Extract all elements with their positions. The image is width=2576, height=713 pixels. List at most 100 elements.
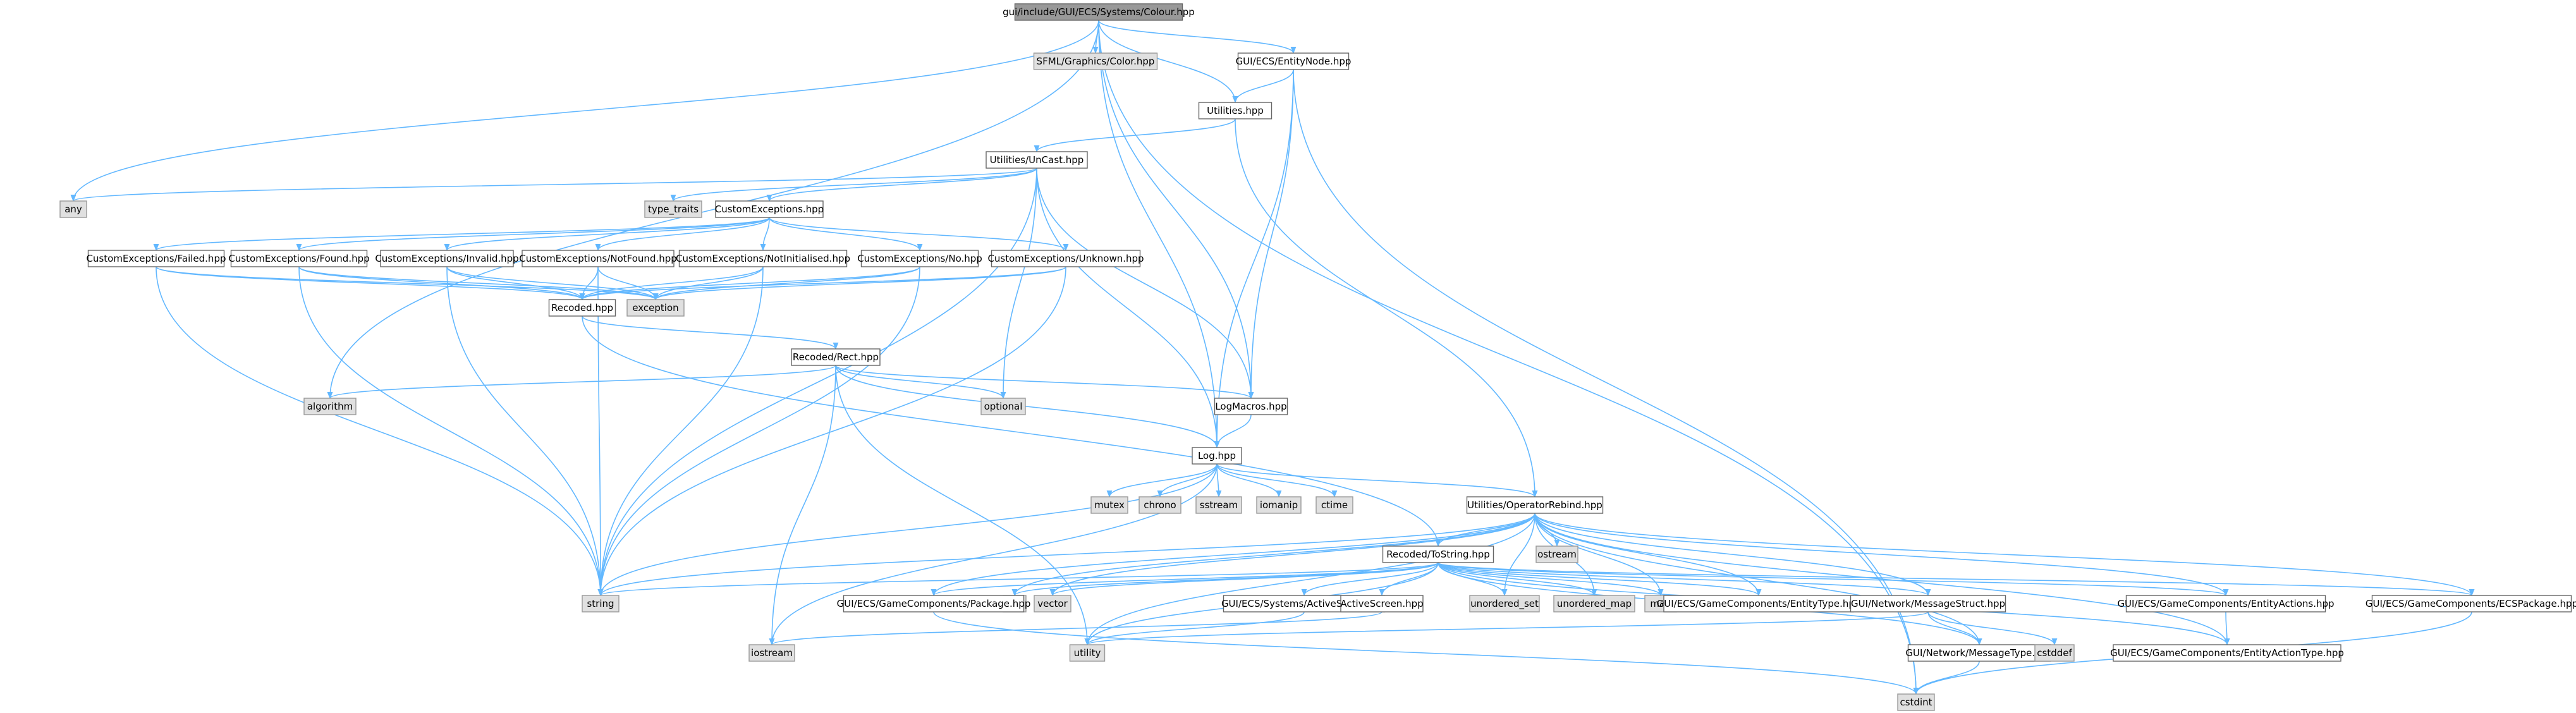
- node-box: [1315, 496, 1353, 514]
- node-box: [1138, 496, 1181, 514]
- node-logmacros[interactable]: LogMacros.hpp: [1214, 398, 1288, 415]
- node-label: vector: [1037, 598, 1068, 609]
- edge-ce_unknown-to-recoded: [579, 266, 1066, 301]
- node-box: [1382, 545, 1494, 563]
- edge-ce_failed-to-exception: [156, 266, 659, 301]
- node-entityactions[interactable]: GUI/ECS/GameComponents/EntityActions.hpp: [2117, 595, 2335, 612]
- node-optional: optional: [980, 398, 1026, 415]
- node-label: ctime: [1321, 499, 1348, 511]
- node-uncast[interactable]: Utilities/UnCast.hpp: [986, 151, 1088, 169]
- edge-root-to-utilities: [1098, 20, 1238, 104]
- node-oprebind[interactable]: Utilities/OperatorRebind.hpp: [1466, 496, 1604, 514]
- node-box: [1466, 496, 1604, 514]
- edge-rect-to-optional: [835, 365, 1006, 399]
- node-label: Utilities/UnCast.hpp: [990, 154, 1084, 166]
- node-rect[interactable]: Recoded/Rect.hpp: [791, 348, 881, 366]
- edge-log-to-chrono: [1157, 463, 1218, 498]
- edge-log-to-string: [597, 463, 1218, 597]
- node-package[interactable]: GUI/ECS/GameComponents/Package.hpp: [837, 595, 1031, 612]
- node-box: [380, 250, 514, 267]
- edge-oprebind-to-unordered_set: [1501, 513, 1535, 597]
- node-ostream: ostream: [1535, 545, 1578, 563]
- node-label: unordered_set: [1470, 598, 1539, 610]
- node-iostream: iostream: [748, 644, 795, 662]
- node-ce_unknown[interactable]: CustomExceptions/Unknown.hpp: [987, 250, 1144, 267]
- node-mutex: mutex: [1090, 496, 1128, 514]
- node-label: iomanip: [1260, 499, 1298, 511]
- edge-utilities-to-uncast: [1034, 118, 1236, 153]
- edge-tostring-to-map: [1438, 562, 1664, 597]
- node-root[interactable]: gui/include/GUI/ECS/Systems/Colour.hpp: [1003, 3, 1195, 21]
- node-label: cstddef: [2037, 647, 2072, 659]
- edge-oprebind-to-entitytype: [1534, 513, 1762, 597]
- node-unordered_map: unordered_map: [1553, 595, 1635, 612]
- node-label: cstdint: [1900, 697, 1932, 708]
- node-box: [626, 299, 685, 317]
- node-recoded[interactable]: Recoded.hpp: [548, 299, 616, 317]
- edge-tostring-to-entitytype: [1438, 562, 1762, 597]
- node-iomanip: iomanip: [1256, 496, 1302, 514]
- node-ce_failed[interactable]: CustomExceptions/Failed.hpp: [86, 250, 226, 267]
- node-label: CustomExceptions/NotFound.hpp: [519, 253, 677, 264]
- edge-msgstruct-to-msgtype: [1927, 611, 1982, 646]
- edge-ce_unknown-to-string: [597, 266, 1066, 597]
- node-ce_no[interactable]: CustomExceptions/No.hpp: [857, 250, 982, 267]
- node-label: GUI/ECS/EntityNode.hpp: [1236, 56, 1352, 67]
- node-box: [1034, 595, 1071, 612]
- node-box: [1535, 545, 1578, 563]
- edge-root-to-entitynode: [1098, 20, 1297, 54]
- edge-ce_invalid-to-string: [446, 266, 604, 597]
- node-customexc[interactable]: CustomExceptions.hpp: [715, 200, 824, 218]
- edge-logmacros-to-log: [1214, 414, 1252, 449]
- edge-package-to-cstdint: [933, 611, 1919, 695]
- node-tostring[interactable]: Recoded/ToString.hpp: [1382, 545, 1494, 563]
- edge-msgstruct-to-cstddef: [1927, 611, 2058, 646]
- node-log[interactable]: Log.hpp: [1192, 447, 1242, 465]
- node-ce_invalid[interactable]: CustomExceptions/Invalid.hpp: [375, 250, 519, 267]
- node-msgtype[interactable]: GUI/Network/MessageType.hpp: [1905, 644, 2053, 662]
- node-vector: vector: [1034, 595, 1071, 612]
- node-activescreen[interactable]: ActiveScreen.hpp: [1340, 595, 1424, 612]
- node-algorithm: algorithm: [303, 398, 357, 415]
- node-entitytype[interactable]: GUI/ECS/GameComponents/EntityType.hpp: [1657, 595, 1861, 612]
- node-label: CustomExceptions.hpp: [715, 204, 824, 215]
- node-ce_notinit[interactable]: CustomExceptions/NotInitialised.hpp: [676, 250, 850, 267]
- edge-oprebind-to-msgtype: [1534, 513, 1982, 646]
- node-box: [1850, 595, 2006, 612]
- node-box: [748, 644, 795, 662]
- edge-oprebind-to-vector: [1049, 513, 1535, 597]
- node-label: type_traits: [648, 204, 699, 216]
- edge-ce_found-to-string: [298, 266, 604, 597]
- node-label: GUI/ECS/GameComponents/EntityType.hpp: [1657, 598, 1861, 609]
- node-label: string: [587, 598, 614, 609]
- edge-ce_notfound-to-string: [597, 266, 604, 597]
- edge-customexc-to-ce_failed: [153, 217, 770, 252]
- node-entityactiontype[interactable]: GUI/ECS/GameComponents/EntityActionType.…: [2110, 644, 2344, 662]
- edge-oprebind-to-utility: [1084, 513, 1535, 646]
- node-box: [1553, 595, 1635, 612]
- node-utility: utility: [1069, 644, 1106, 662]
- node-ce_found[interactable]: CustomExceptions/Found.hpp: [228, 250, 370, 267]
- node-exception: exception: [626, 299, 685, 317]
- node-entitynode[interactable]: GUI/ECS/EntityNode.hpp: [1236, 52, 1352, 70]
- edge-customexc-to-ce_found: [296, 217, 770, 252]
- node-box: [843, 595, 1025, 612]
- edge-entitynode-to-log: [1214, 69, 1294, 449]
- node-msgstruct[interactable]: GUI/Network/MessageStruct.hpp: [1850, 595, 2006, 612]
- node-utilities[interactable]: Utilities.hpp: [1198, 102, 1273, 119]
- node-label: GUI/Network/MessageType.hpp: [1905, 647, 2053, 659]
- node-box: [2113, 644, 2341, 662]
- node-label: Utilities/OperatorRebind.hpp: [1467, 499, 1602, 511]
- node-ce_notfound[interactable]: CustomExceptions/NotFound.hpp: [519, 250, 677, 267]
- edge-log-to-mutex: [1106, 463, 1218, 498]
- edge-activescreen-to-iostream: [769, 611, 1383, 646]
- node-label: algorithm: [307, 401, 353, 412]
- node-box: [522, 250, 675, 267]
- node-label: sstream: [1200, 499, 1238, 511]
- node-ecspackage[interactable]: GUI/ECS/GameComponents/ECSPackage.hpp: [2365, 595, 2576, 612]
- node-box: [87, 250, 225, 267]
- node-label: GUI/Network/MessageStruct.hpp: [1851, 598, 2005, 609]
- edge-tostring-to-ecspackage: [1438, 562, 2474, 597]
- node-box: [582, 595, 620, 612]
